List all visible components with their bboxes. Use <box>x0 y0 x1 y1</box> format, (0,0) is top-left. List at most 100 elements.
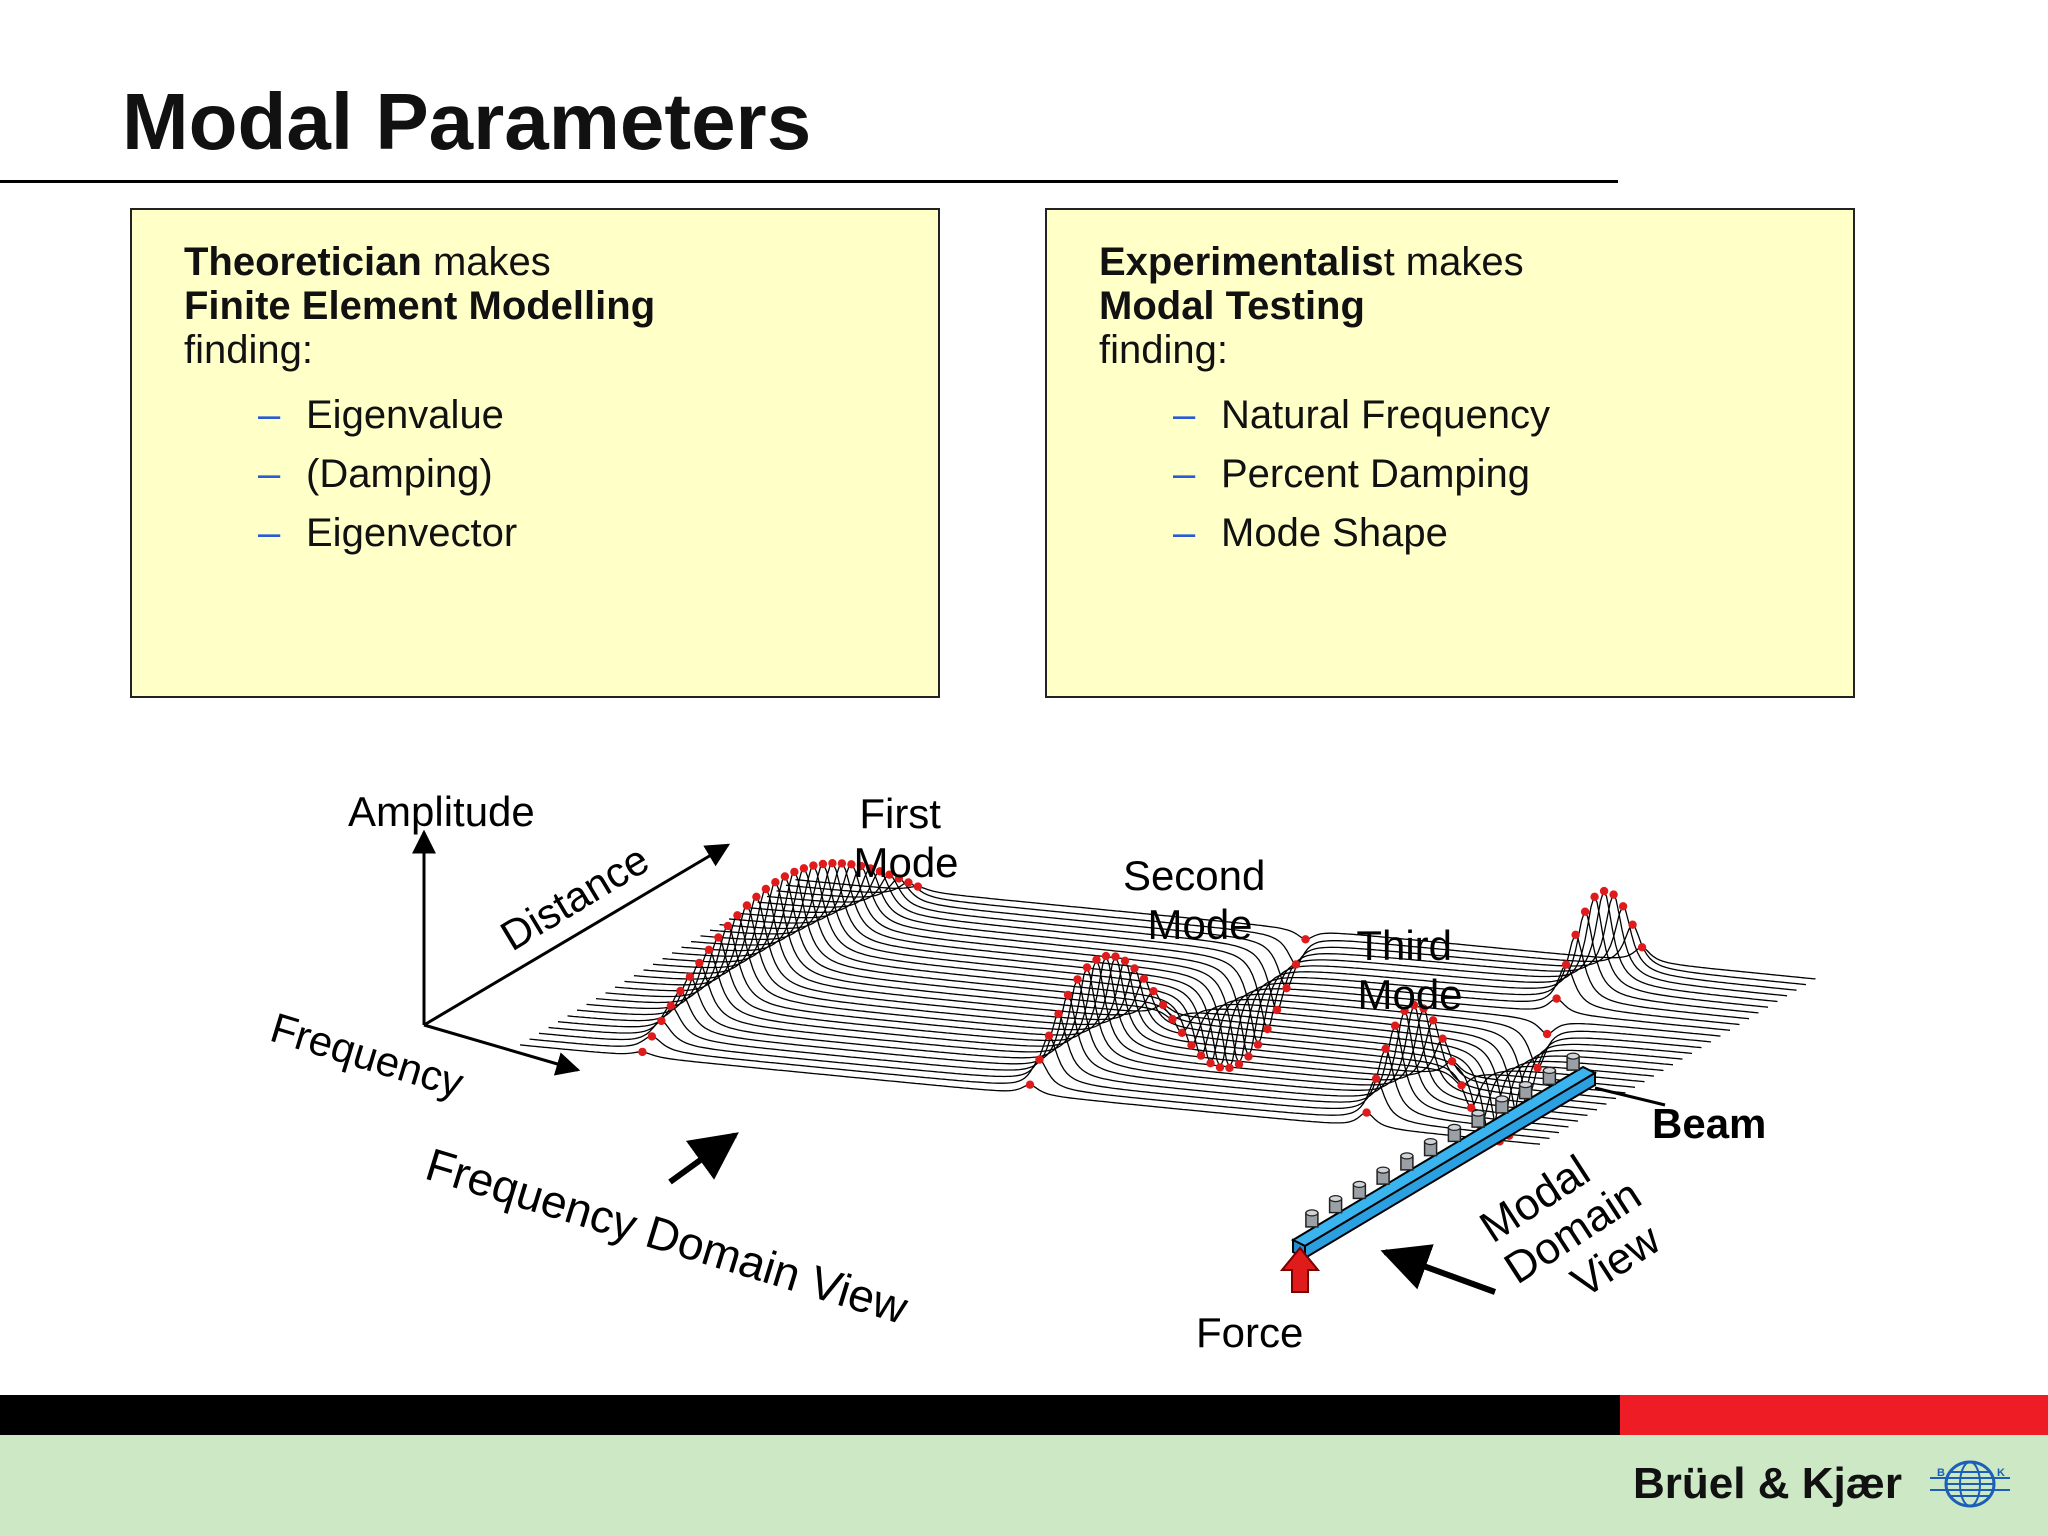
mode-shape-dot <box>913 882 923 891</box>
mode-shape-dot <box>1054 1009 1063 1019</box>
accelerometer-icon <box>1566 1052 1580 1071</box>
mode-shape-dot <box>1571 930 1580 939</box>
mode-shape-dot <box>1044 1031 1054 1040</box>
mode-shape-dot <box>742 901 752 910</box>
mode-shape-dot <box>1196 1051 1206 1060</box>
mode-shape-dot <box>1466 1103 1476 1113</box>
mode-shape-dot <box>799 864 809 873</box>
mode-shape-dot <box>1215 1063 1225 1072</box>
footer-red-band <box>1620 1395 2048 1435</box>
theoretician-box: Theoretician makes Finite Element Modell… <box>130 208 940 698</box>
frequency-domain-view-label: Frequency Domain View <box>420 1138 914 1334</box>
list-item: –Natural Frequency <box>1173 386 1550 445</box>
mode-shape-dot <box>885 870 894 879</box>
mode-shape-dot <box>1120 956 1130 965</box>
dash-bullet: – <box>258 452 281 496</box>
mode-shape-dot <box>1111 952 1120 961</box>
accelerometer-icon <box>1423 1137 1438 1157</box>
mode-shape-dot <box>1272 1005 1282 1015</box>
mode-shape-dot <box>1590 892 1599 901</box>
theoretician-line: Theoretician makes <box>184 240 655 284</box>
list-item: –Mode Shape <box>1173 504 1550 563</box>
mode-shape-dot <box>1244 1052 1253 1061</box>
mode-shape-dot <box>837 859 847 868</box>
mode-shape-dot <box>1419 1004 1428 1013</box>
mode-shape-dot <box>1400 1006 1409 1015</box>
list-item: –Percent Damping <box>1173 445 1550 504</box>
mode-shape-dot <box>904 878 913 887</box>
mode-shape-dot <box>1063 990 1073 1000</box>
mode-shape-dot <box>657 1016 666 1026</box>
mode-shape-dot <box>1552 994 1561 1003</box>
mode-shape-dot <box>1234 1060 1244 1069</box>
mode-shape-dot <box>1130 964 1139 973</box>
mode-shape-dot <box>733 911 742 920</box>
accelerometer-icon <box>1471 1109 1485 1128</box>
mode-shape-dot <box>1447 1057 1457 1066</box>
dash-bullet: – <box>1173 393 1196 437</box>
mode-shape-dot <box>1092 955 1101 964</box>
finding-label: finding: <box>184 328 313 372</box>
mode-shape-dot <box>1428 1016 1438 1025</box>
mode-shape-dot <box>866 864 875 873</box>
experiment-results-list: –Natural Frequency –Percent Damping –Mod… <box>1099 386 1550 563</box>
fem-label: Finite Element Modelling <box>184 284 656 328</box>
mode-shape-dot <box>704 945 714 954</box>
logo-letter-k: K <box>1997 1467 2005 1479</box>
mode-shape-dot <box>638 1047 647 1057</box>
footer-green-band <box>0 1435 2048 1536</box>
mode-shape-dot <box>685 972 695 981</box>
mode-shape-dot <box>1580 907 1590 916</box>
beam-leader-line <box>1594 1086 1666 1107</box>
list-item: –Eigenvector <box>258 504 655 563</box>
mode-shape-dot <box>1282 984 1291 993</box>
frf-trace <box>795 879 1816 980</box>
mode-shape-dot <box>1637 943 1647 952</box>
mode-shape-dot <box>666 1001 676 1010</box>
mode-shape-dot <box>695 958 704 968</box>
dash-bullet: – <box>1173 511 1196 555</box>
accelerometer-icon <box>1518 1080 1533 1100</box>
mode-shape-dot <box>1035 1055 1044 1064</box>
mode-shape-dot <box>780 872 790 881</box>
mode-shape-dot <box>647 1032 657 1041</box>
mode-shape-dot <box>1409 1000 1419 1010</box>
mode-shape-dot <box>1457 1081 1466 1090</box>
force-label: Force <box>1196 1309 1303 1356</box>
mode-shape-dot <box>1263 1024 1272 1034</box>
amplitude-label: Amplitude <box>348 788 535 835</box>
mode-shape-dot <box>1082 963 1092 972</box>
accelerometer-icon <box>1305 1209 1319 1228</box>
mode-shape-dot <box>1025 1080 1035 1089</box>
mode-shape-dot <box>752 892 761 901</box>
frequency-axis <box>423 1023 581 1076</box>
mode-shape-dot <box>1301 935 1310 944</box>
mode-shape-dot <box>1561 960 1571 969</box>
experimentalist-label: Experimentalis <box>1099 240 1384 284</box>
beam <box>1290 1052 1666 1260</box>
mode-shape-dot <box>1390 1021 1400 1030</box>
modal-view-arrow <box>1380 1244 1497 1295</box>
dash-bullet: – <box>258 393 281 437</box>
theoretician-label: Theoretician <box>184 240 422 284</box>
dash-bullet: – <box>258 511 281 555</box>
mode-shape-dot <box>809 861 818 870</box>
mode-shape-dot <box>1225 1063 1234 1073</box>
mode-shape-dot <box>761 884 771 894</box>
makes-text: makes <box>421 240 551 284</box>
mode-shape-dot <box>714 933 723 942</box>
theory-results-list: –Eigenvalue –(Damping) –Eigenvector <box>184 386 655 563</box>
globe-logo-icon: B K <box>1930 1460 2010 1508</box>
footer-black-band <box>0 1395 1620 1435</box>
title-underline <box>0 180 1618 183</box>
first-mode-label: First Mode <box>853 790 958 886</box>
mode-shape-dot <box>1609 890 1618 899</box>
mode-shape-dot <box>1618 902 1628 911</box>
mode-shape-dot <box>856 861 866 871</box>
mode-shape-dot <box>1177 1028 1187 1038</box>
logo-letter-b: B <box>1937 1467 1945 1479</box>
frequency-label: Frequency <box>265 1004 469 1107</box>
brand-name: Brüel & Kjær <box>1633 1459 1902 1508</box>
mode-shape-dot <box>1253 1040 1263 1049</box>
mode-shape-dot <box>790 867 799 877</box>
